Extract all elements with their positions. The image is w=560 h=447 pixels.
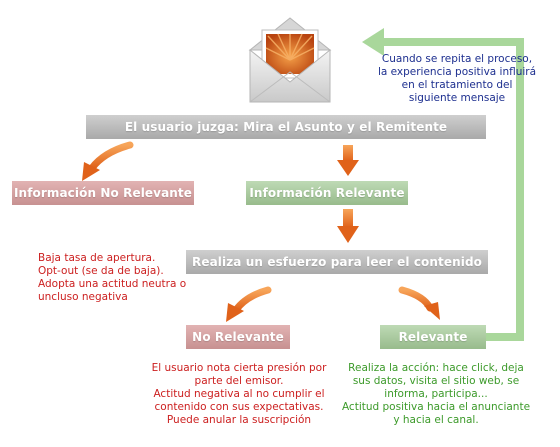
loop-note-line: Cuando se repita el proceso,	[381, 53, 533, 65]
arrow-top-to-not-relevant-info	[82, 141, 134, 181]
arrow-effort-to-not-relevant	[226, 286, 272, 322]
not-relevant-note-line: Puede anular la suscripción	[166, 414, 312, 426]
not-relevant-info-note-line: Opt-out (se da de baja).	[38, 265, 164, 277]
arrow-effort-to-relevant	[398, 286, 440, 320]
arrow-top-to-relevant-info	[337, 145, 359, 176]
not-relevant-info-note-line: Adopta una actitud neutra o	[38, 278, 187, 290]
arrow-relevant-info-to-effort	[337, 209, 359, 243]
not-relevant-info-note-line: Baja tasa de apertura.	[38, 252, 156, 264]
relevant-note-line: informa, participa...	[384, 388, 488, 400]
relevant-note-line: y hacia el canal.	[393, 414, 479, 426]
relevant-note-line: Actitud positiva hacia el anunciante	[341, 401, 531, 413]
not-relevant-note-line: parte del emisor.	[194, 375, 284, 387]
relevant-label: Relevante	[398, 330, 468, 344]
not-relevant-info-note: Baja tasa de apertura. Opt-out (se da de…	[38, 252, 188, 304]
not-relevant-note: El usuario nota cierta presión por parte…	[150, 362, 328, 427]
top-judgement-box: El usuario juzga: Mira el Asunto y el Re…	[86, 115, 486, 139]
not-relevant-info-label: Información No Relevante	[13, 186, 193, 200]
not-relevant-info-note-line: uncluso negativa	[38, 291, 128, 303]
not-relevant-box: No Relevante	[186, 325, 290, 349]
loop-note-line: siguiente mensaje	[408, 92, 506, 104]
loop-note-line: en el tratamiento del	[401, 79, 513, 91]
relevant-note-line: sus datos, visita el sitio web, se	[352, 375, 520, 387]
effort-label: Realiza un esfuerzo para leer el conteni…	[192, 255, 482, 269]
not-relevant-note-line: El usuario nota cierta presión por	[151, 362, 327, 374]
loop-arrow	[362, 28, 524, 341]
not-relevant-label: No Relevante	[192, 330, 284, 344]
not-relevant-info-box: Información No Relevante	[12, 181, 194, 205]
relevant-info-box: Información Relevante	[246, 181, 408, 205]
loop-note: Cuando se repita el proceso, la experien…	[376, 53, 538, 105]
not-relevant-note-line: Actitud negativa al no cumplir el	[153, 388, 325, 400]
loop-note-line: la experiencia positiva influirá	[377, 66, 537, 78]
not-relevant-note-line: contenido con sus expectativas.	[154, 401, 324, 413]
relevant-info-label: Información Relevante	[249, 186, 405, 200]
effort-box: Realiza un esfuerzo para leer el conteni…	[186, 250, 488, 274]
top-judgement-label: El usuario juzga: Mira el Asunto y el Re…	[124, 120, 448, 134]
envelope-open-letter-icon	[248, 17, 332, 103]
relevant-note: Realiza la acción: hace click, deja sus …	[338, 362, 534, 427]
relevant-note-line: Realiza la acción: hace click, deja	[348, 362, 524, 374]
relevant-box: Relevante	[380, 325, 486, 349]
